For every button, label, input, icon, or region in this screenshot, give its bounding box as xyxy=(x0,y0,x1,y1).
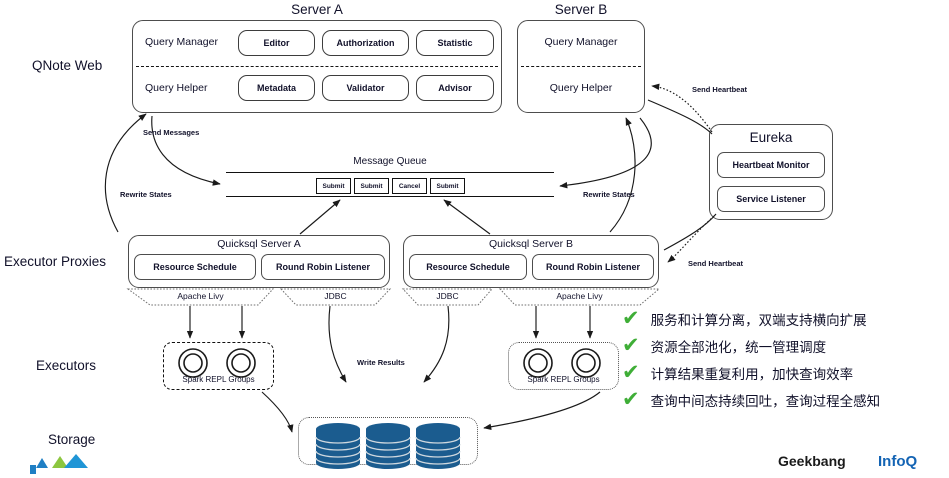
server-a-title: Server A xyxy=(291,2,343,17)
message-queue-top-rail xyxy=(226,172,554,173)
row-label-executor-proxies: Executor Proxies xyxy=(4,254,107,269)
eureka-heartbeat-monitor[interactable]: Heartbeat Monitor xyxy=(717,152,825,178)
benefit-item: ✔ 查询中间态持续回吐，查询过程全感知 xyxy=(622,386,942,413)
message-queue-token-label: Cancel xyxy=(398,182,421,190)
quicksql-b-resource-schedule-label: Resource Schedule xyxy=(426,262,510,272)
message-queue-token-label: Submit xyxy=(360,182,383,190)
server-b-title: Server B xyxy=(554,2,608,17)
connector-label-jdbc-a: JDBC xyxy=(324,291,347,301)
check-icon: ✔ xyxy=(622,361,640,384)
message-queue-token[interactable]: Submit xyxy=(354,178,389,194)
quicksql-a-resource-schedule[interactable]: Resource Schedule xyxy=(134,254,256,280)
benefit-item-label: 查询中间态持续回吐，查询过程全感知 xyxy=(650,393,881,410)
quicksql-b-round-robin-listener[interactable]: Round Robin Listener xyxy=(532,254,654,280)
storage-cylinders xyxy=(315,423,461,469)
eureka-heartbeat-monitor-label: Heartbeat Monitor xyxy=(732,160,810,170)
infoq-logo-label: InfoQ xyxy=(878,453,918,470)
edge-label-rewrite-states-left: Rewrite States xyxy=(120,190,172,199)
benefit-item-label: 资源全部池化，统一管理调度 xyxy=(650,339,827,356)
server-a-pill-authorization[interactable]: Authorization xyxy=(322,30,409,56)
server-a-pill-editor-label: Editor xyxy=(263,38,290,48)
executor-group-b-icons xyxy=(523,348,601,378)
server-b-query-manager-label: Query Manager xyxy=(544,36,618,48)
message-queue-bottom-rail xyxy=(226,196,554,197)
left-logo-icon xyxy=(30,454,88,474)
geekbang-logo: Geekbang xyxy=(778,453,846,471)
executor-group-a-icons xyxy=(178,348,256,378)
quicksql-a-resource-schedule-label: Resource Schedule xyxy=(153,262,237,272)
check-icon: ✔ xyxy=(622,334,640,357)
benefit-item-label: 服务和计算分离，双端支持横向扩展 xyxy=(650,312,867,329)
check-icon: ✔ xyxy=(622,307,640,330)
executor-group-b-label: Spark REPL Groups xyxy=(527,375,600,384)
quicksql-server-a-title: Quicksql Server A xyxy=(217,238,301,250)
server-a-pill-metadata[interactable]: Metadata xyxy=(238,75,315,101)
server-a-divider xyxy=(136,66,498,67)
quicksql-server-b-title: Quicksql Server B xyxy=(488,238,574,250)
infoq-logo: InfoQ xyxy=(878,453,917,471)
quicksql-a-round-robin-listener[interactable]: Round Robin Listener xyxy=(261,254,385,280)
quicksql-b-resource-schedule[interactable]: Resource Schedule xyxy=(409,254,527,280)
message-queue-token[interactable]: Submit xyxy=(430,178,465,194)
server-a-pill-authorization-label: Authorization xyxy=(336,38,395,48)
eureka-service-listener-label: Service Listener xyxy=(736,194,806,204)
benefits-list: ✔ 服务和计算分离，双端支持横向扩展 ✔ 资源全部池化，统一管理调度 ✔ 计算结… xyxy=(622,305,942,413)
server-b-divider xyxy=(521,66,641,67)
server-a-query-helper-label: Query Helper xyxy=(145,82,208,94)
eureka-title: Eureka xyxy=(749,130,793,145)
benefit-item-label: 计算结果重复利用，加快查询效率 xyxy=(650,366,854,383)
edge-label-rewrite-states-right: Rewrite States xyxy=(583,190,635,199)
check-icon: ✔ xyxy=(622,388,640,411)
connector-label-apache-livy-b: Apache Livy xyxy=(556,291,603,301)
row-label-executors: Executors xyxy=(36,358,97,373)
quicksql-a-round-robin-listener-label: Round Robin Listener xyxy=(276,262,370,272)
server-a-pill-statistic[interactable]: Statistic xyxy=(416,30,494,56)
server-a-pill-advisor-label: Advisor xyxy=(438,83,472,93)
server-a-pill-metadata-label: Metadata xyxy=(256,83,296,93)
server-a-pill-advisor[interactable]: Advisor xyxy=(416,75,494,101)
server-a-query-manager-label: Query Manager xyxy=(145,36,218,48)
eureka-service-listener[interactable]: Service Listener xyxy=(717,186,825,212)
message-queue-title: Message Queue xyxy=(353,156,427,167)
executor-group-a-box xyxy=(163,342,274,390)
message-queue-token[interactable]: Submit xyxy=(316,178,351,194)
connector-label-jdbc-b: JDBC xyxy=(436,291,459,301)
executor-group-a-label: Spark REPL Groups xyxy=(182,375,255,384)
architecture-diagram: QNote Web Executor Proxies Executors Sto… xyxy=(4,2,942,474)
edge-label-send-heartbeat-top: Send Heartbeat xyxy=(692,85,748,94)
benefit-item: ✔ 计算结果重复利用，加快查询效率 xyxy=(622,359,942,386)
server-a-pill-editor[interactable]: Editor xyxy=(238,30,315,56)
row-label-storage: Storage xyxy=(48,432,96,447)
edge-label-send-heartbeat-bottom: Send Heartbeat xyxy=(688,259,744,268)
benefit-item: ✔ 服务和计算分离，双端支持横向扩展 xyxy=(622,305,942,332)
connector-label-apache-livy-a: Apache Livy xyxy=(177,291,224,301)
server-a-pill-statistic-label: Statistic xyxy=(437,38,473,48)
executor-group-b-box xyxy=(508,342,619,390)
message-queue-token-label: Submit xyxy=(322,182,345,190)
edge-label-write-results: Write Results xyxy=(357,358,405,367)
benefit-item: ✔ 资源全部池化，统一管理调度 xyxy=(622,332,942,359)
geekbang-logo-label: Geekbang xyxy=(778,453,846,469)
server-b-query-helper-label: Query Helper xyxy=(549,82,613,94)
message-queue-token[interactable]: Cancel xyxy=(392,178,427,194)
row-label-qnote-web: QNote Web xyxy=(32,58,103,73)
edge-label-send-messages: Send Messages xyxy=(143,128,200,137)
server-a-pill-validator[interactable]: Validator xyxy=(322,75,409,101)
message-queue-token-label: Submit xyxy=(436,182,459,190)
server-a-pill-validator-label: Validator xyxy=(346,83,385,93)
quicksql-b-round-robin-listener-label: Round Robin Listener xyxy=(546,262,640,272)
